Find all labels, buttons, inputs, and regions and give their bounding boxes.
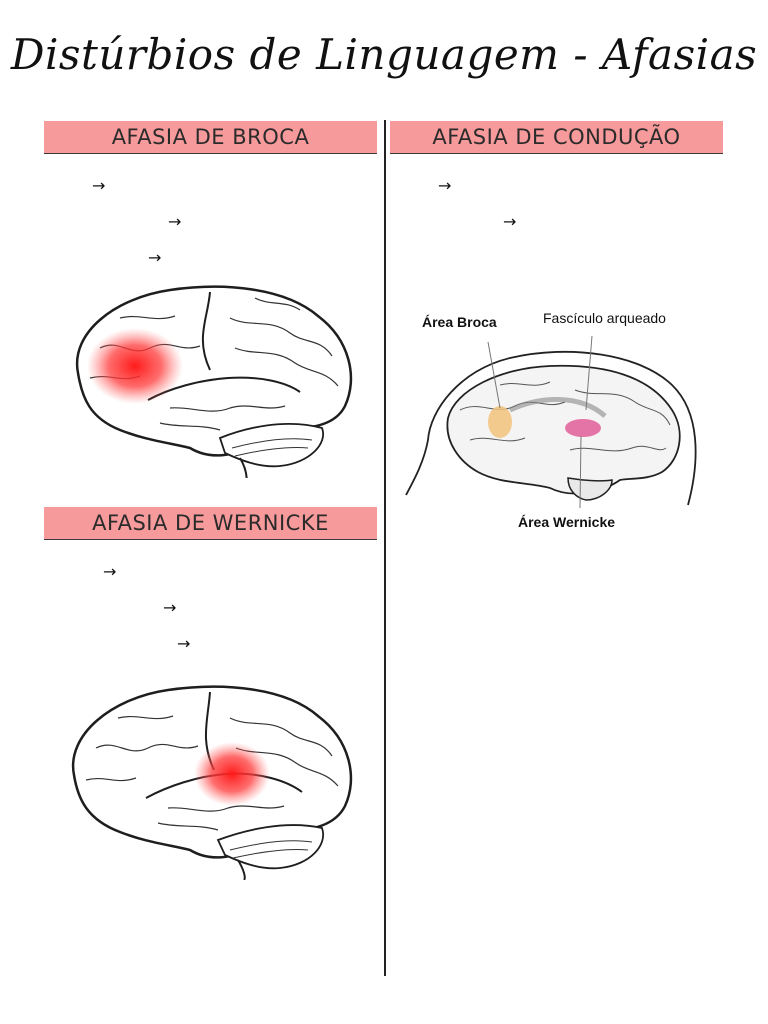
broca-area-highlight	[87, 328, 183, 404]
wernicke-bullet-2: →	[163, 598, 177, 617]
conducao-bullet-1: →	[438, 176, 452, 195]
broca-bullet-3: →	[148, 248, 162, 267]
label-area-wernicke: Área Wernicke	[518, 514, 616, 530]
wernicke-bullet-3: →	[177, 634, 191, 653]
broca-brain-illustration	[75, 285, 353, 478]
conducao-bullet-2: →	[503, 212, 517, 231]
broca-bullet-1: →	[92, 176, 106, 195]
broca-area-marker	[488, 406, 512, 438]
wernicke-area-marker	[565, 419, 601, 437]
label-fasciculo-arqueado: Fascículo arqueado	[543, 310, 666, 326]
wernicke-heading: AFASIA DE WERNICKE	[44, 507, 377, 540]
page-title: Distúrbios de Linguagem - Afasias	[10, 30, 758, 79]
wernicke-bullet-1: →	[103, 562, 117, 581]
conducao-heading: AFASIA DE CONDUÇÃO	[390, 121, 723, 154]
broca-heading: AFASIA DE BROCA	[44, 121, 377, 154]
column-divider	[384, 120, 386, 976]
broca-bullet-2: →	[168, 212, 182, 231]
wernicke-area-highlight	[194, 742, 270, 806]
label-area-broca: Área Broca	[422, 314, 497, 330]
wernicke-brain-illustration	[71, 685, 353, 880]
conduction-brain-illustration	[405, 335, 697, 509]
